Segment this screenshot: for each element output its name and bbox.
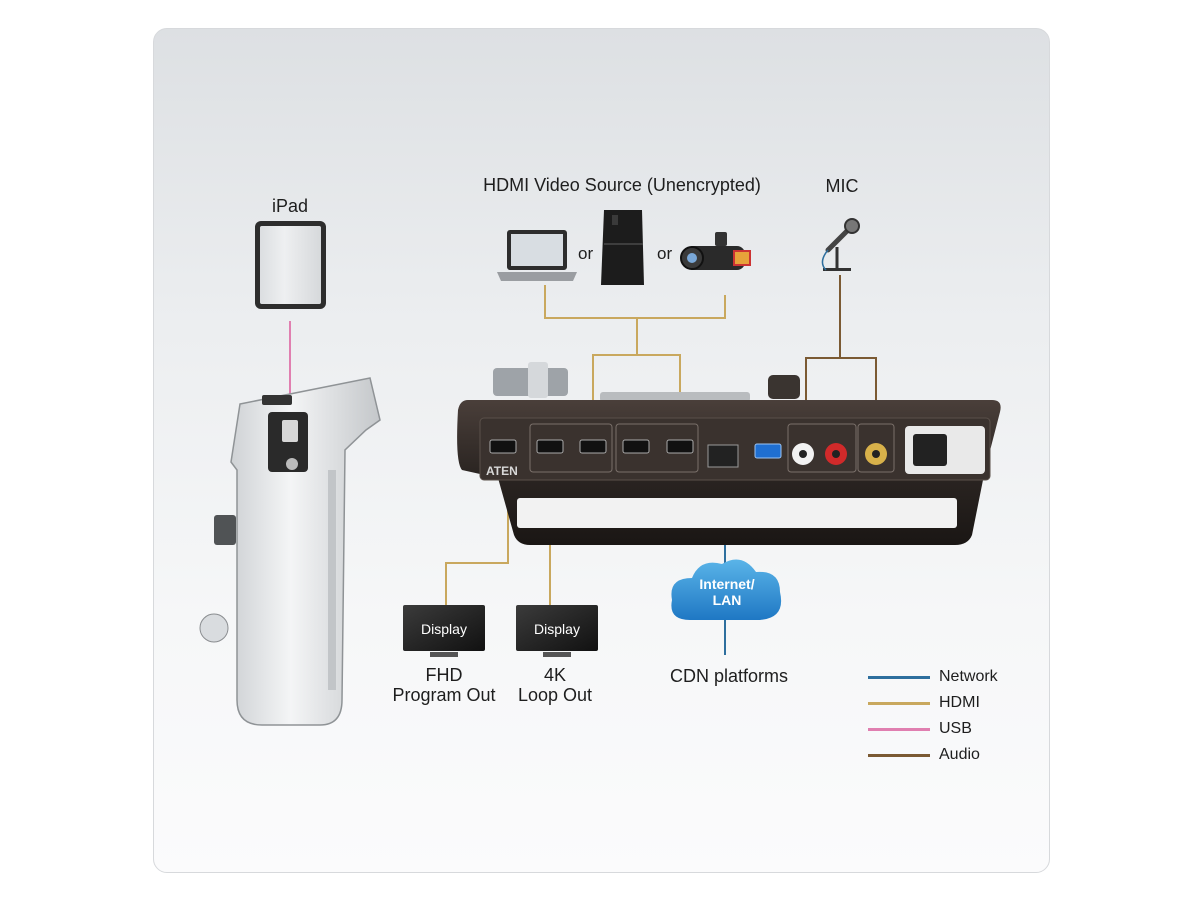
microphone-icon [821, 218, 860, 271]
legend-swatch-network [868, 675, 930, 679]
display-fhd [403, 605, 485, 657]
legend-swatch-hdmi [868, 701, 930, 705]
legend-swatch-usb [868, 727, 930, 731]
fhd-output-label: FHD Program Out [392, 665, 495, 705]
fhd-output-label-line1: FHD [425, 665, 463, 685]
display-4k [516, 605, 598, 657]
laptop-icon [497, 230, 577, 281]
legend-label-audio: Audio [939, 746, 980, 763]
cloud-label-line2: LAN [713, 592, 742, 608]
brand-logo: ATEN [486, 464, 518, 478]
switcher-side-view [199, 377, 381, 726]
legend-item-usb: USB [868, 716, 998, 742]
audio-cables [805, 275, 877, 423]
legend-label-hdmi: HDMI [939, 694, 980, 711]
camcorder-icon [680, 232, 751, 270]
k4-output-label: 4K Loop Out [518, 665, 592, 705]
legend-item-audio: Audio [868, 742, 998, 768]
hdmi-source-title: HDMI Video Source (Unencrypted) [483, 175, 761, 195]
display-label-2: Display [534, 621, 580, 637]
legend-item-network: Network [868, 664, 998, 690]
legend-label-network: Network [939, 668, 998, 685]
legend-swatch-audio [868, 753, 930, 757]
or-label-2: or [657, 244, 673, 263]
legend-label-usb: USB [939, 720, 972, 737]
display-label-1: Display [421, 621, 467, 637]
legend-item-hdmi: HDMI [868, 690, 998, 716]
k4-output-label-line2: Loop Out [517, 685, 593, 705]
switcher-rear-view [457, 362, 1001, 545]
mic-label: MIC [825, 176, 859, 196]
or-label-1: or [578, 244, 594, 263]
cloud-icon [671, 559, 782, 620]
legend: Network HDMI USB Audio [868, 664, 998, 768]
ipad-device [255, 221, 326, 309]
hdmi-source-cables [544, 285, 726, 420]
ipad-label: iPad [271, 196, 309, 216]
fhd-output-label-line2: Program Out [392, 685, 496, 705]
game-console-icon [601, 210, 644, 285]
k4-output-label-line1: 4K [543, 665, 567, 685]
cloud-label-line1: Internet/ [699, 576, 754, 592]
cdn-label: CDN platforms [669, 666, 789, 686]
